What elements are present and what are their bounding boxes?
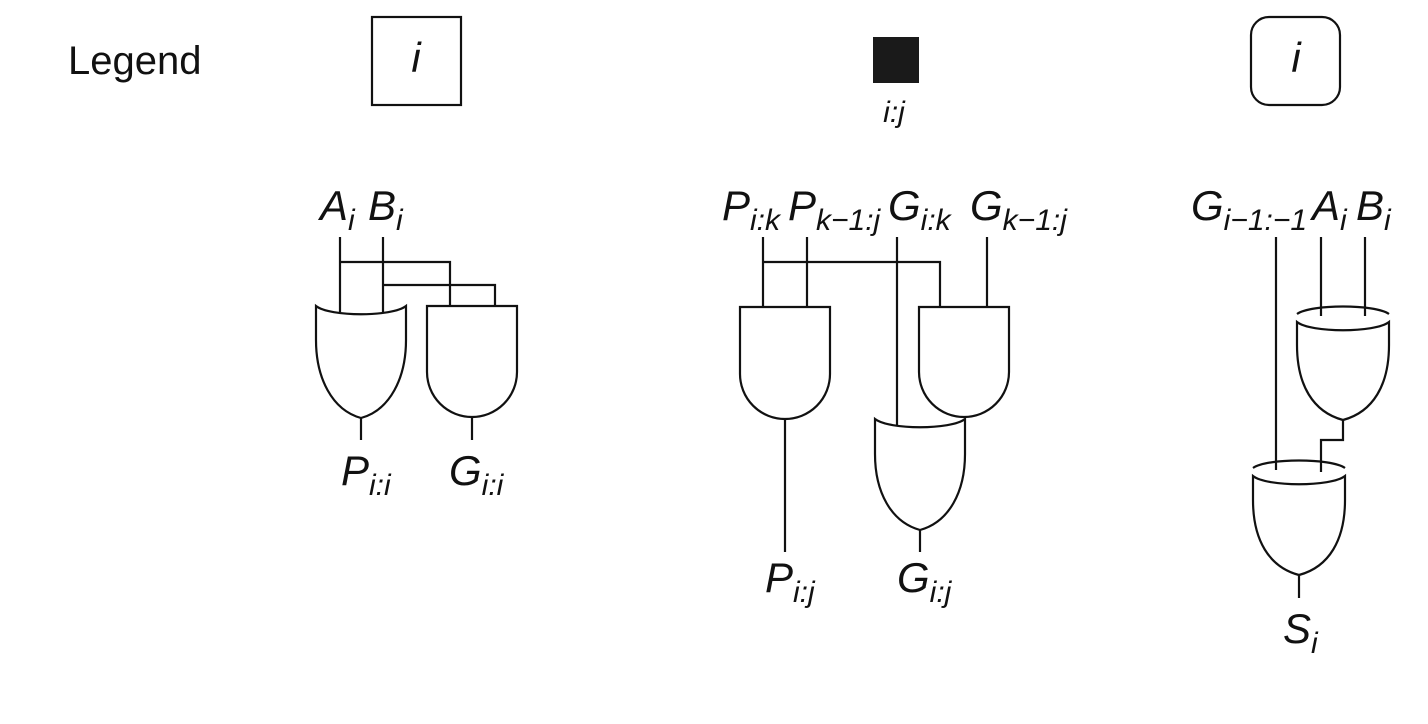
bit-cell-wire-b [381,237,497,312]
legend-title: Legend [68,39,201,83]
group-cell: Pi:k Pk−1:j Gi:k Gk−1:j Pi:j Gi:j [722,182,1068,609]
sum-cell-wire-xor-link [1319,420,1345,472]
bit-cell-output-g-label: Gi:i [449,447,505,502]
sum-cell-input-a-label: Ai [1309,182,1348,237]
group-cell-output-g-label: Gi:j [897,554,953,609]
sum-cell-xor-gate-2 [1251,473,1347,577]
group-cell-input-p-ik-label: Pi:k [722,182,782,237]
sum-cell: Gi−1:−1 Ai Bi Si [1191,182,1392,660]
group-cell-and-gate-p [738,305,832,421]
legend-sum-cell: i [1249,15,1342,107]
sum-cell-input-g-label: Gi−1:−1 [1191,182,1307,237]
group-cell-wire-p-ik [761,237,942,307]
legend-group-cell-label: i:j [883,96,906,129]
legend-sum-cell-label: i [1291,34,1302,81]
bit-cell-wire-a [338,237,452,312]
sum-cell-xor-gate-1-back-arc [1296,305,1390,315]
group-cell-output-p-label: Pi:j [765,554,816,609]
group-cell-input-p-k1j-label: Pk−1:j [788,182,882,237]
bit-cell-input-a-label: Ai [317,182,356,237]
group-cell-and-gate-g [917,305,1011,419]
sum-cell-xor-gate-1 [1295,319,1391,422]
bit-cell: Ai Bi Pi:i Gi:i [314,182,519,502]
sum-cell-output-s-label: Si [1283,605,1319,660]
legend-bit-cell: i [370,15,463,107]
bit-cell-or-gate [314,303,408,420]
bit-cell-output-p-label: Pi:i [341,447,392,502]
group-cell-input-g-ik-label: Gi:k [888,182,953,237]
group-cell-or-gate [873,416,967,532]
bit-cell-and-gate [425,304,519,419]
legend-bit-cell-box [370,15,463,107]
sum-cell-input-b-label: Bi [1356,182,1392,237]
group-cell-input-g-k1j-label: Gk−1:j [970,182,1068,237]
legend-group-cell-square [873,37,919,83]
legend-bit-cell-label: i [411,34,422,81]
sum-cell-xor-gate-2-back-arc [1252,459,1346,469]
bit-cell-input-b-label: Bi [368,182,404,237]
legend-sum-cell-box [1249,15,1342,107]
legend-group-cell: i:j [873,37,919,129]
